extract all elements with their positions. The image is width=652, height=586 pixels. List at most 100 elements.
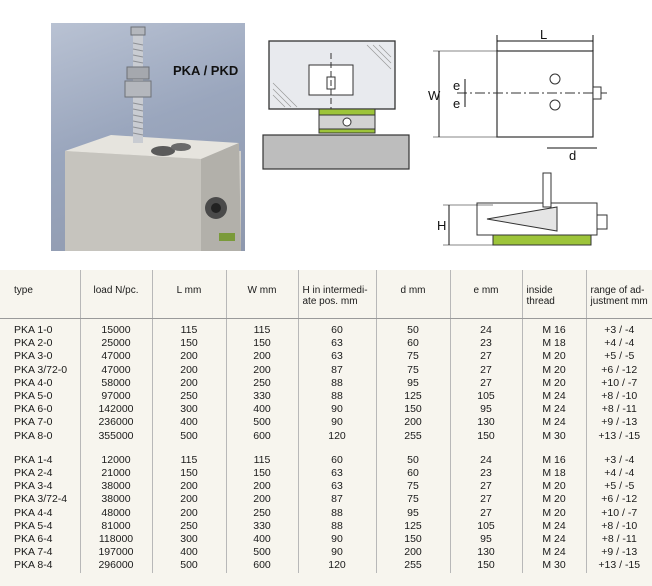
table-cell-thread: M 16	[521, 318, 586, 338]
table-cell-range: +13 / -15	[585, 429, 652, 443]
table-cell-W: 200	[225, 480, 298, 494]
table-cell-load: 21000	[79, 467, 152, 481]
header-range: range of ad-justment mm	[585, 270, 652, 319]
table-cell-L: 115	[151, 453, 226, 468]
table-cell-d: 125	[375, 390, 450, 404]
table-cell-thread: M 24	[521, 403, 586, 417]
table-cell-H: 63	[297, 480, 376, 494]
table-cell-type: PKA 7-4	[14, 546, 53, 559]
table-cell-thread: M 20	[521, 376, 586, 391]
table-cell-W: 250	[225, 506, 298, 520]
table-cell-H: 60	[297, 453, 376, 468]
table-cell-L: 250	[151, 390, 226, 404]
table-cell-W: 330	[225, 519, 298, 534]
header-L: L mm	[151, 270, 226, 319]
table-cell-L: 200	[151, 363, 226, 377]
table-cell-W: 200	[225, 363, 298, 377]
table-cell-d: 95	[375, 376, 450, 391]
table-cell-e: 150	[449, 559, 522, 573]
table-cell-H: 120	[297, 429, 376, 443]
table-cell-load: 197000	[79, 546, 152, 560]
table-cell-load: 97000	[79, 390, 152, 404]
product-photo: PKA / PKD	[51, 23, 245, 251]
table-cell-d: 150	[375, 403, 450, 417]
table-cell-d: 200	[375, 416, 450, 430]
table-cell-type: PKA 3-4	[14, 480, 53, 493]
table-cell-L: 300	[151, 533, 226, 547]
table-cell-e: 130	[449, 546, 522, 560]
table-cell-d: 255	[375, 559, 450, 573]
header-thread: inside thread	[521, 270, 586, 319]
table-cell-d: 255	[375, 429, 450, 443]
table-cell-load: 12000	[79, 453, 152, 468]
table-cell-range: +4 / -4	[585, 337, 652, 351]
table-cell-W: 115	[225, 453, 298, 468]
table-cell-W: 150	[225, 467, 298, 481]
table-cell-range: +9 / -13	[585, 416, 652, 430]
side-view-drawing	[262, 40, 410, 170]
table-cell-W: 400	[225, 533, 298, 547]
table-cell-e: 130	[449, 416, 522, 430]
table-cell-thread: M 24	[521, 546, 586, 560]
table-cell-load: 47000	[79, 350, 152, 364]
table-cell-thread: M 20	[521, 480, 586, 494]
table-cell-e: 23	[449, 337, 522, 351]
table-cell-e: 27	[449, 506, 522, 520]
table-cell-d: 200	[375, 546, 450, 560]
table-cell-type: PKA 3-0	[14, 350, 53, 363]
table-cell-thread: M 20	[521, 493, 586, 507]
table-cell-range: +10 / -7	[585, 506, 652, 520]
table-cell-load: 236000	[79, 416, 152, 430]
header-W: W mm	[225, 270, 298, 319]
table-cell-L: 250	[151, 519, 226, 534]
table-cell-W: 200	[225, 493, 298, 507]
table-cell-e: 150	[449, 429, 522, 443]
table-cell-L: 400	[151, 416, 226, 430]
section-view-drawing: H	[437, 172, 608, 246]
table-cell-H: 88	[297, 376, 376, 391]
table-cell-range: +3 / -4	[585, 318, 652, 338]
table-cell-type: PKA 5-0	[14, 390, 53, 403]
dim-L-label: L	[540, 27, 547, 42]
table-cell-load: 58000	[79, 376, 152, 391]
group-spacer	[0, 442, 652, 454]
table-cell-L: 150	[151, 337, 226, 351]
table-cell-L: 500	[151, 429, 226, 443]
table-cell-range: +9 / -13	[585, 546, 652, 560]
table-cell-d: 95	[375, 506, 450, 520]
table-cell-thread: M 16	[521, 453, 586, 468]
table-cell-range: +8 / -10	[585, 390, 652, 404]
table-cell-load: 25000	[79, 337, 152, 351]
table-cell-thread: M 24	[521, 533, 586, 547]
table-cell-range: +3 / -4	[585, 453, 652, 468]
table-cell-type: PKA 8-0	[14, 429, 53, 442]
table-cell-W: 150	[225, 337, 298, 351]
table-cell-type: PKA 4-4	[14, 506, 53, 519]
header-type: type	[0, 270, 80, 319]
table-cell-H: 63	[297, 337, 376, 351]
table-cell-W: 500	[225, 416, 298, 430]
table-cell-L: 115	[151, 318, 226, 338]
table-cell-e: 24	[449, 318, 522, 338]
table-cell-L: 200	[151, 350, 226, 364]
table-cell-thread: M 18	[521, 467, 586, 481]
table-cell-H: 120	[297, 559, 376, 573]
table-cell-H: 87	[297, 493, 376, 507]
dim-e-bottom-label: e	[453, 96, 460, 111]
table-cell-range: +6 / -12	[585, 363, 652, 377]
technical-drawings: L W e e d H	[257, 23, 652, 258]
table-cell-L: 150	[151, 467, 226, 481]
table-cell-thread: M 20	[521, 506, 586, 520]
table-cell-H: 63	[297, 350, 376, 364]
table-cell-type: PKA 4-0	[14, 376, 53, 389]
table-cell-W: 600	[225, 429, 298, 443]
